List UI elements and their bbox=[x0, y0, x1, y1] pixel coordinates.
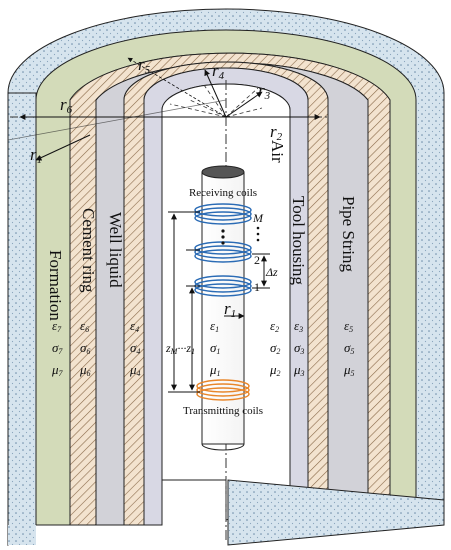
svg-text:μ7: μ7 bbox=[51, 362, 64, 378]
params-formation: ε7 σ7 μ7 bbox=[51, 318, 64, 378]
svg-text:σ3: σ3 bbox=[294, 340, 304, 356]
label-r1: r1 bbox=[30, 145, 42, 166]
transmitting-coil bbox=[196, 379, 250, 401]
coil-index-dots bbox=[256, 226, 260, 242]
svg-text:ε4: ε4 bbox=[130, 318, 139, 334]
svg-text:μ2: μ2 bbox=[269, 362, 281, 378]
svg-text:μ5: μ5 bbox=[343, 362, 355, 378]
label-cement-ring: Cement ring bbox=[79, 208, 98, 293]
svg-text:σ4: σ4 bbox=[130, 340, 140, 356]
label-r2: r2 bbox=[270, 122, 283, 143]
params-cement: ε6 σ6 μ6 bbox=[79, 318, 91, 378]
label-well-liquid: Well liquid bbox=[106, 212, 125, 288]
r3-arrow bbox=[225, 91, 263, 118]
params-inner: ε1 σ1 μ1 bbox=[209, 318, 221, 378]
coil-ellipsis-dots bbox=[221, 229, 225, 245]
r4-arrow bbox=[204, 69, 227, 118]
label-tool-housing: Tool housing bbox=[289, 196, 308, 286]
svg-text:σ1: σ1 bbox=[210, 340, 220, 356]
label-z-distances: zM···z1 bbox=[165, 341, 195, 356]
label-r6: r6 bbox=[60, 95, 73, 116]
label-coil-M: M bbox=[252, 211, 264, 225]
label-coil-1: 1 bbox=[254, 280, 260, 294]
formation-right-face bbox=[227, 479, 445, 546]
svg-text:σ6: σ6 bbox=[80, 340, 90, 356]
receiving-coil-1 bbox=[194, 275, 252, 297]
svg-text:μ6: μ6 bbox=[79, 362, 91, 378]
distance-dimensions bbox=[168, 211, 200, 393]
svg-text:μ1: μ1 bbox=[209, 362, 221, 378]
params-housing: ε3 σ3 μ3 bbox=[293, 318, 305, 378]
label-coil-2: 2 bbox=[254, 253, 260, 267]
receiving-coil-M bbox=[194, 203, 252, 225]
svg-text:ε2: ε2 bbox=[270, 318, 279, 334]
section-edge-line bbox=[7, 99, 227, 141]
svg-text:σ2: σ2 bbox=[270, 340, 280, 356]
r5-arrow bbox=[127, 57, 227, 118]
label-air: Air bbox=[268, 140, 287, 163]
svg-text:ε7: ε7 bbox=[52, 318, 62, 334]
label-delta-z: Δz bbox=[265, 265, 278, 279]
label-r5: r5 bbox=[138, 55, 151, 76]
svg-text:ε6: ε6 bbox=[80, 318, 89, 334]
params-liquid: ε4 σ4 μ4 bbox=[129, 318, 141, 378]
receiving-coil-2 bbox=[194, 241, 252, 263]
svg-text:ε1: ε1 bbox=[210, 318, 219, 334]
r1-arrow bbox=[35, 134, 91, 161]
label-r3: r3 bbox=[258, 81, 271, 102]
svg-text:μ4: μ4 bbox=[129, 362, 141, 378]
formation-left-bottom bbox=[8, 525, 36, 545]
spacing-dimension bbox=[252, 253, 270, 289]
label-tool-radius: r1 bbox=[224, 299, 236, 320]
svg-text:ε3: ε3 bbox=[294, 318, 303, 334]
label-receiving-coils: Receiving coils bbox=[189, 187, 257, 199]
label-r4: r4 bbox=[212, 61, 225, 82]
params-air: ε2 σ2 μ2 bbox=[269, 318, 281, 378]
svg-text:ε5: ε5 bbox=[344, 318, 353, 334]
params-pipe: ε5 σ5 μ5 bbox=[343, 318, 355, 378]
label-transmitting-coils: Transmitting coils bbox=[183, 405, 263, 417]
label-formation: Formation bbox=[46, 250, 65, 321]
svg-text:σ5: σ5 bbox=[344, 340, 354, 356]
svg-text:μ3: μ3 bbox=[293, 362, 305, 378]
radius-rays bbox=[169, 84, 263, 118]
svg-text:σ7: σ7 bbox=[52, 340, 63, 356]
label-pipe-string: Pipe String bbox=[339, 196, 358, 273]
